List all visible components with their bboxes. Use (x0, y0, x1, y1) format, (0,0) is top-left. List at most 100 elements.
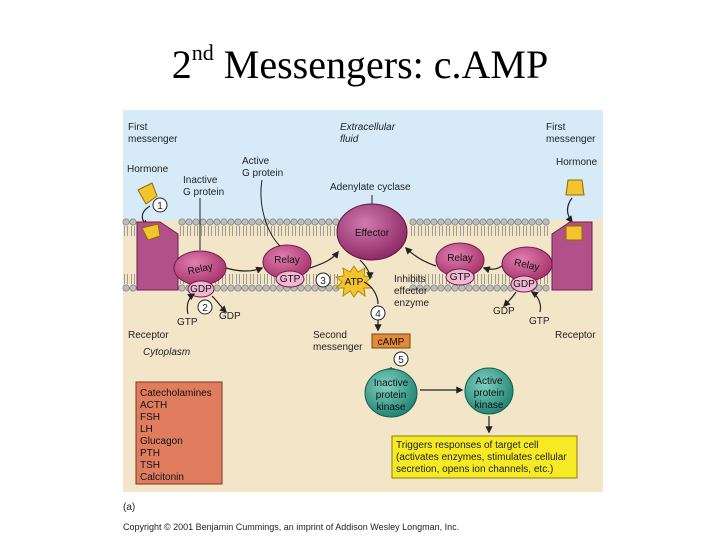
panel-label: (a) (123, 502, 135, 513)
copyright-notice: Copyright © 2001 Benjamin Cummings, an i… (123, 522, 459, 532)
inactive-pk-label: Inactive (374, 378, 409, 389)
active-pk-label-3: kinase (475, 400, 504, 411)
phospholipid-head (318, 218, 326, 226)
phospholipid-head (311, 284, 319, 292)
relay-label-inactive-right: Relay (513, 257, 540, 273)
inhibits-label-3: enzyme (394, 298, 429, 309)
phospholipid-head (213, 284, 221, 292)
receptor-right-label: Receptor (555, 330, 596, 341)
triggers-line-2: (activates enzymes, stimulates cellular (396, 452, 567, 463)
hormone-list-item: Glucagon (140, 436, 183, 447)
phospholipid-head (283, 218, 291, 226)
phospholipid-head (276, 218, 284, 226)
phospholipid-head (227, 218, 235, 226)
hormone-list-item: FSH (140, 412, 160, 423)
phospholipid-head (479, 284, 487, 292)
phospholipid-head (248, 218, 256, 226)
hormone-list-item: Calcitonin (140, 472, 184, 483)
active-pk-label-2: protein (474, 388, 505, 399)
phospholipid-head (437, 284, 445, 292)
atp-label: ATP (345, 277, 364, 288)
phospholipid-head (269, 284, 277, 292)
step-4-marker: 4 (370, 305, 386, 321)
phospholipid-head (325, 284, 333, 292)
arrow-effector-to-atp (359, 259, 374, 280)
relay-label-inactive-left: Relay (187, 261, 214, 277)
arrow-gtp-exchange-right (530, 291, 542, 313)
hormone-list-item: PTH (140, 448, 160, 459)
camp-label: cAMP (378, 337, 405, 348)
phospholipid-head (465, 218, 473, 226)
receptor-left-hormone-bound (141, 223, 161, 241)
phospholipid-head (416, 284, 424, 292)
arrow-active-g-protein-pointer (260, 179, 281, 247)
phospholipid-head (311, 218, 319, 226)
phospholipid-head (458, 284, 466, 292)
gtp-left-label: GTP (177, 317, 198, 328)
arrow-active-to-effector (309, 250, 339, 269)
phospholipid-head (234, 284, 242, 292)
phospholipid-head (325, 218, 333, 226)
hormone-right-label: Hormone (556, 157, 598, 168)
phospholipid-head (297, 218, 305, 226)
phospholipid-head (465, 284, 473, 292)
gdp-left-badge (187, 280, 215, 298)
arrow-gdp-release-left (211, 295, 228, 314)
phospholipid-head (269, 218, 277, 226)
phospholipid-head (479, 218, 487, 226)
triggers-line-1: Triggers responses of target cell (396, 440, 538, 451)
step-2-number: 2 (202, 303, 208, 314)
arrow-relay-right-inactive-to-active (482, 265, 503, 274)
phospholipid-head (493, 284, 501, 292)
gtp-active-right-label: GTP (450, 272, 471, 283)
slide-title: 2nd Messengers: c.AMP (0, 42, 720, 85)
gdp-released-right-label: GDP (493, 306, 515, 317)
phospholipid-head (535, 218, 543, 226)
phospholipid-head (255, 284, 263, 292)
gdp-right-badge (510, 275, 538, 293)
phospholipid-head (423, 218, 431, 226)
hormone-list-box (135, 381, 223, 485)
phospholipid-head (423, 284, 431, 292)
relay-label-active-right: Relay (447, 253, 473, 264)
phospholipid-head (220, 218, 228, 226)
triggers-response-box (391, 435, 578, 479)
extracellular-region (123, 110, 603, 220)
phospholipid-head (192, 218, 200, 226)
gdp-left-label: GDP (190, 284, 212, 295)
step-1-marker: 1 (152, 197, 168, 213)
title-superscript: nd (191, 40, 214, 65)
phospholipid-head (122, 284, 130, 292)
step-3-number: 3 (320, 276, 326, 287)
first-messenger-left-label-2: messenger (128, 134, 178, 145)
inactive-g-protein-label: Inactive (183, 175, 218, 186)
phospholipid-head (304, 284, 312, 292)
phospholipid-head (178, 284, 186, 292)
phospholipid-head (213, 218, 221, 226)
phospholipid-head (409, 284, 417, 292)
gtp-active-left-label: GTP (280, 274, 301, 285)
extracellular-fluid-label-2: fluid (340, 134, 359, 145)
title-main: 2 (171, 42, 192, 87)
phospholipid-head (444, 284, 452, 292)
step-5-marker: 5 (393, 351, 409, 367)
phospholipid-head (507, 218, 515, 226)
cytoplasm-label: Cytoplasm (143, 347, 190, 358)
inhibits-label: Inhibits (394, 274, 426, 285)
phospholipid-head (472, 284, 480, 292)
phospholipid-head (227, 284, 235, 292)
title-rest: Messengers: c.AMP (213, 42, 549, 87)
gtp-active-left-badge (275, 270, 305, 288)
phospholipid-head (493, 218, 501, 226)
hormone-list: Catecholamines ACTH FSH LH Glucagon PTH … (140, 388, 212, 483)
phospholipid-head (199, 218, 207, 226)
phospholipid-head (248, 284, 256, 292)
arrow-hormone-binding-right (565, 197, 573, 224)
phospholipid-head (542, 284, 550, 292)
phospholipid-head (500, 218, 508, 226)
step-3-marker: 3 (315, 272, 331, 288)
phospholipid-head (129, 218, 137, 226)
active-g-protein-label-2: G protein (242, 168, 283, 179)
phospholipid-head (290, 218, 298, 226)
gdp-right-label: GDP (513, 279, 535, 290)
